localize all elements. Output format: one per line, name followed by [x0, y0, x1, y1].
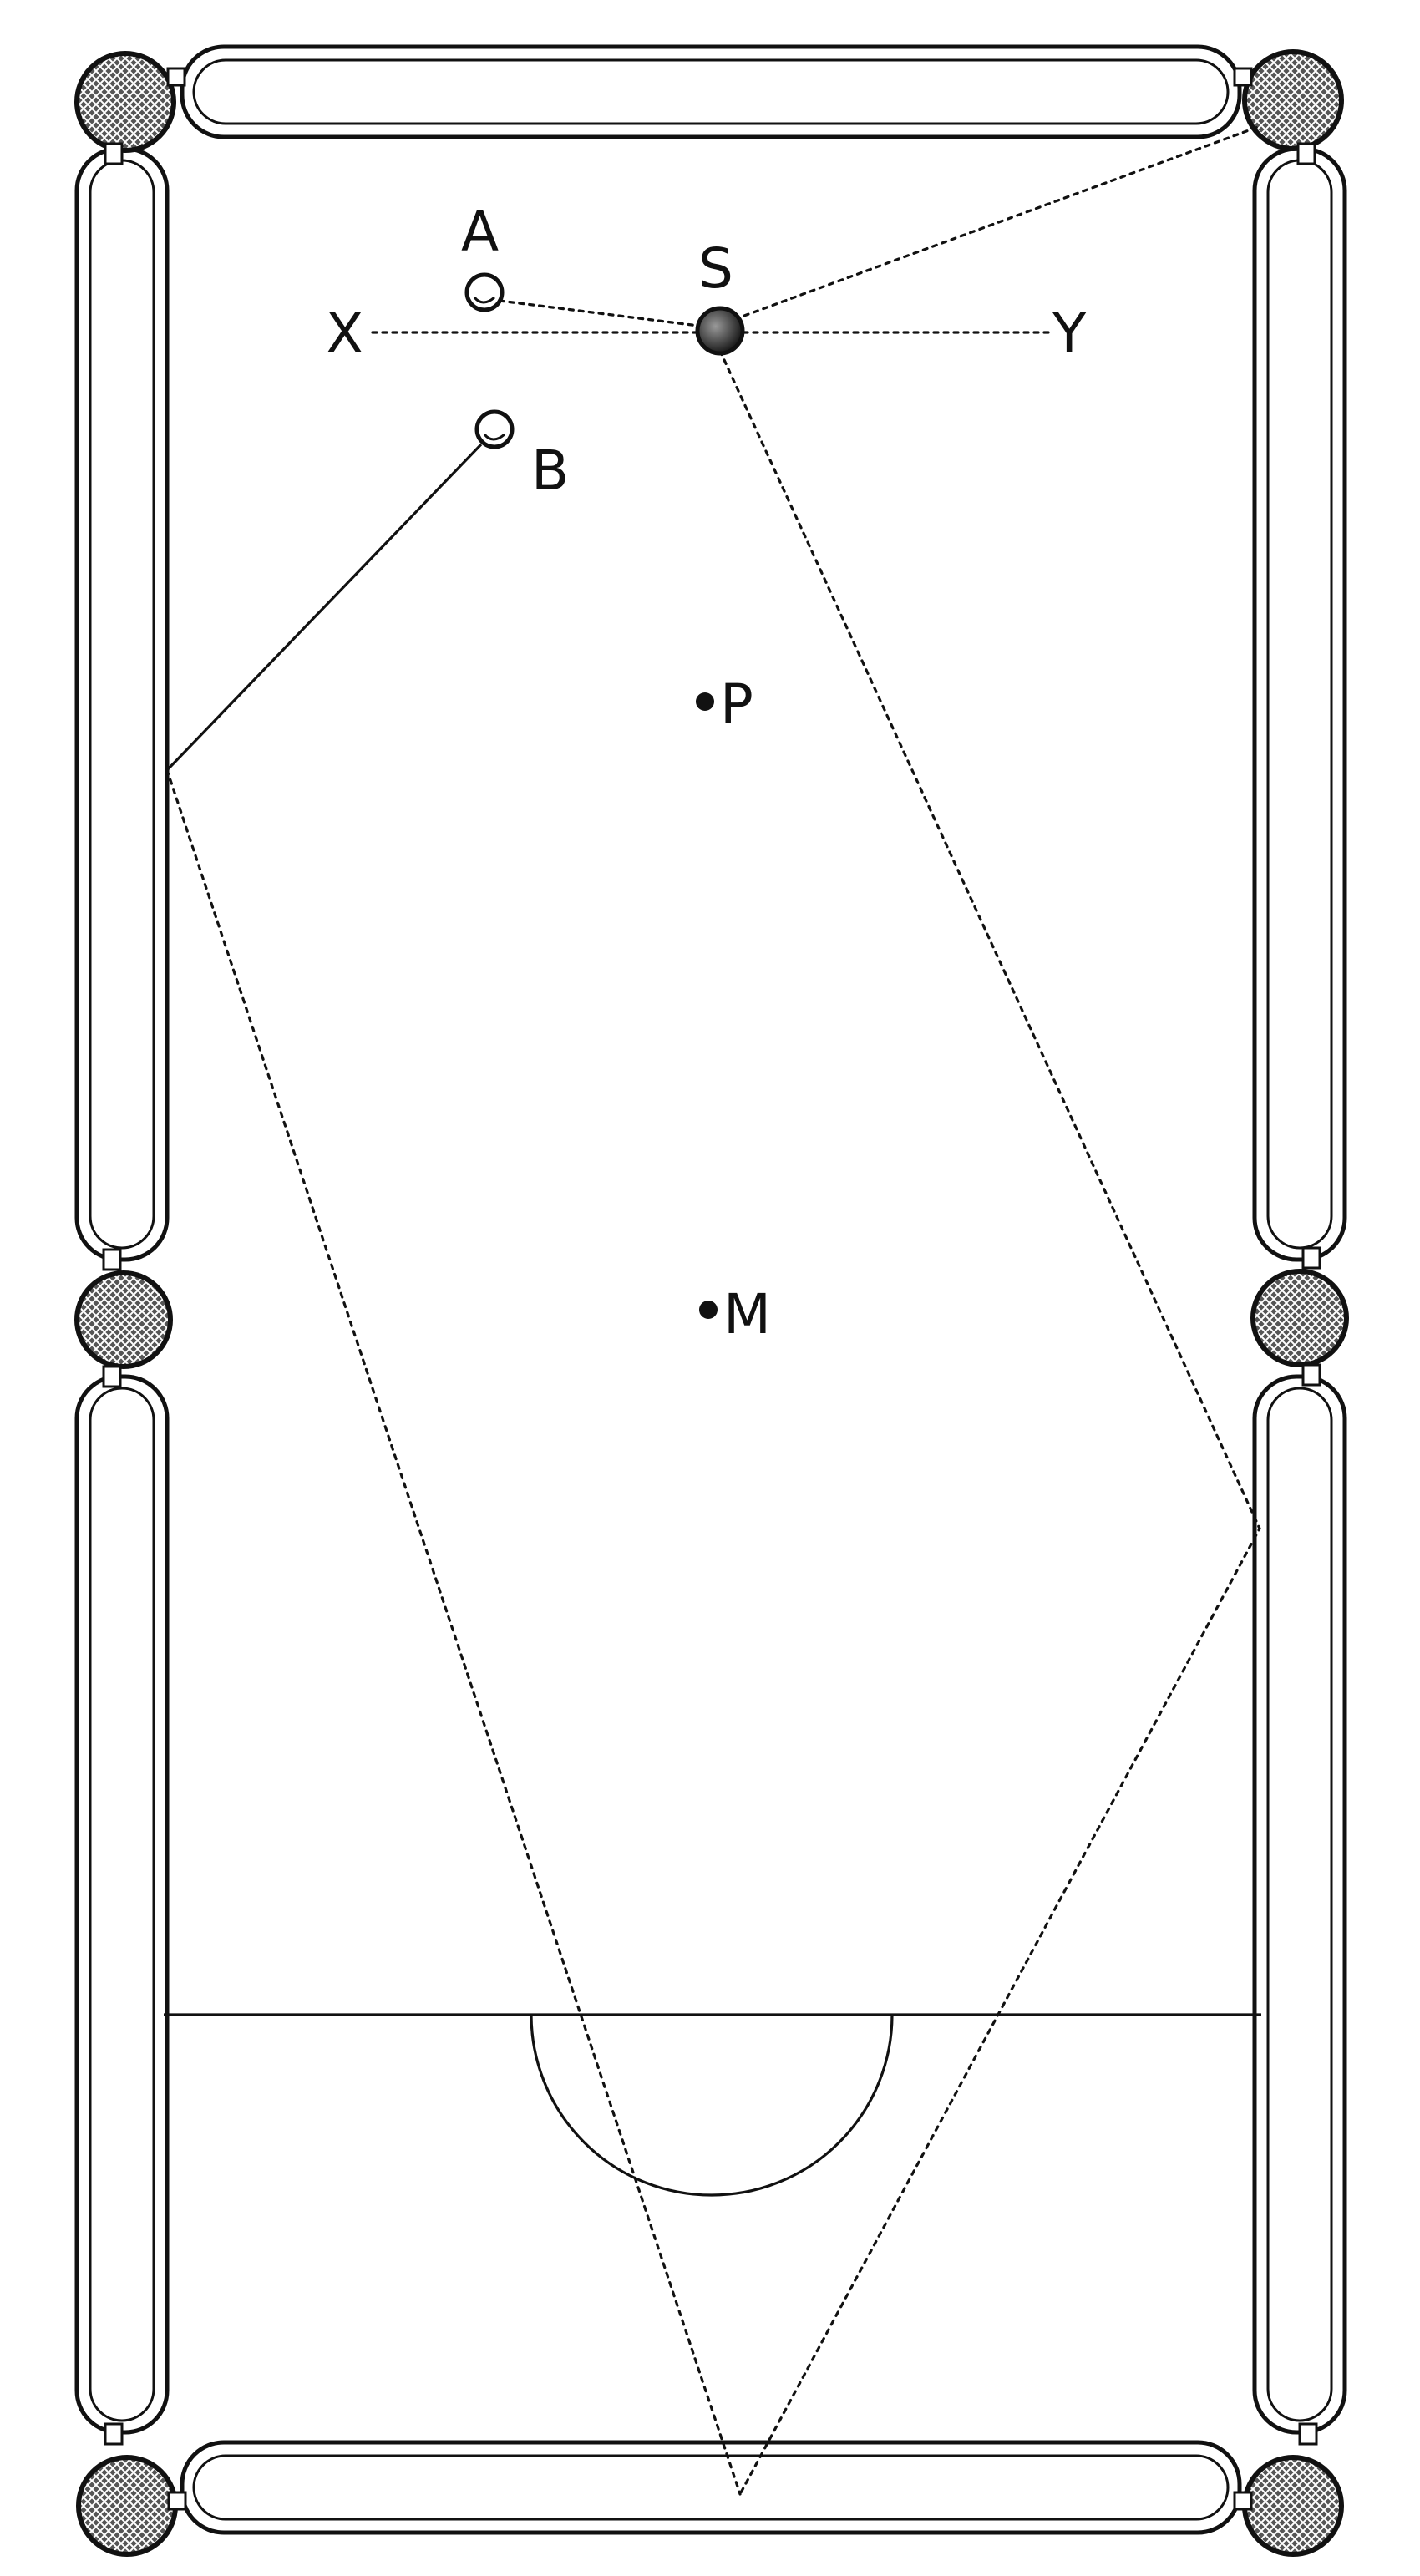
pocket-bottom-right: [1233, 2422, 1344, 2557]
pocket-bottom-left: [76, 2422, 187, 2557]
ball-s: [695, 306, 745, 356]
label-s: S: [698, 236, 733, 301]
path-s-bank-route: [718, 349, 1261, 2496]
ball-b: [474, 409, 515, 449]
pocket-top-left: [74, 51, 186, 165]
label-a: A: [461, 200, 499, 264]
label-m: M: [723, 1282, 771, 1346]
bottom-cushion: [180, 2440, 1242, 2535]
path-b-solid-segment: [165, 443, 483, 772]
label-y: Y: [1052, 302, 1087, 366]
pocket-middle-left: [74, 1248, 173, 1388]
right-lower-cushion: [1252, 1374, 1347, 2435]
label-x: X: [326, 302, 363, 366]
pocket-top-right: [1233, 49, 1344, 165]
baulk-d-semicircle: [530, 2014, 894, 2197]
ball-a: [464, 272, 505, 312]
path-s-to-top-right-pocket: [733, 125, 1260, 321]
spot-m: [699, 1301, 718, 1319]
right-upper-cushion: [1252, 146, 1347, 1262]
left-lower-cushion: [74, 1374, 170, 2435]
label-b: B: [531, 439, 569, 503]
path-b-bank-route: [165, 768, 742, 2496]
pocket-middle-right: [1250, 1246, 1349, 1387]
left-upper-cushion: [74, 146, 170, 1262]
path-a-to-s: [498, 299, 713, 329]
spot-p: [696, 692, 714, 711]
top-cushion: [180, 44, 1242, 139]
label-p: P: [720, 672, 753, 737]
